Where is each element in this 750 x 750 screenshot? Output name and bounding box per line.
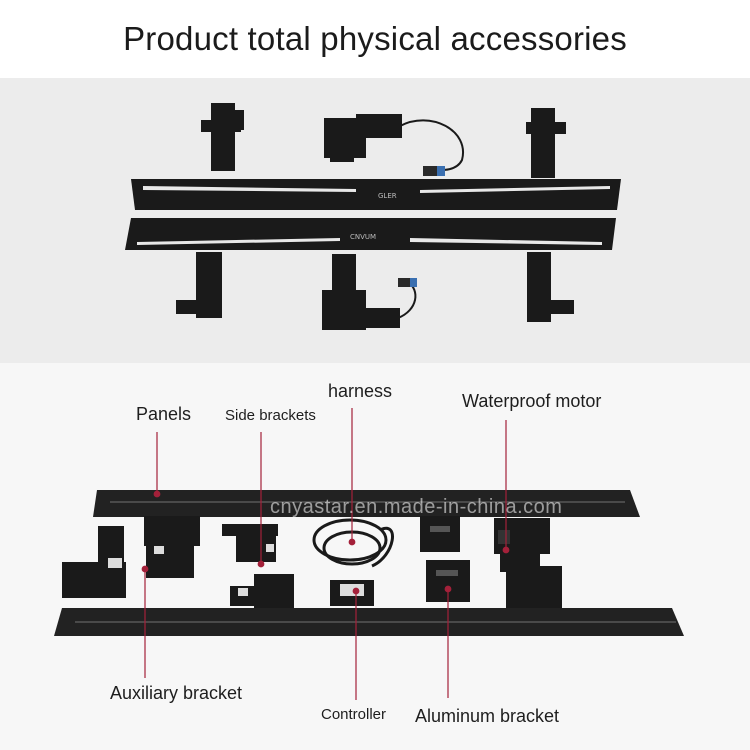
lower-motor-assembly xyxy=(322,254,400,330)
waterproof-motor-part xyxy=(494,518,562,610)
side-bracket-part-3 xyxy=(230,574,294,608)
label-auxiliary-bracket: Auxiliary bracket xyxy=(110,683,243,703)
watermark: cnyastar.en.made-in-china.com xyxy=(270,496,563,518)
side-bracket-part-2 xyxy=(222,524,278,562)
board-brand-bottom: CNVUM xyxy=(350,233,376,241)
aluminum-bracket-part-1 xyxy=(420,516,460,552)
top-running-board-2: CNVUM xyxy=(125,218,616,250)
label-side-brackets: Side brackets xyxy=(225,407,316,424)
auxiliary-bracket-part xyxy=(62,526,126,598)
controller-part xyxy=(330,580,374,606)
top-right-bracket xyxy=(526,108,566,178)
top-motor-assembly xyxy=(324,114,402,162)
label-waterproof-motor: Waterproof motor xyxy=(462,391,602,411)
leader-lines xyxy=(141,408,510,700)
lower-left-bracket xyxy=(176,252,222,318)
side-bracket-part-1 xyxy=(144,516,200,578)
lower-right-bracket xyxy=(527,252,574,322)
panel-lower xyxy=(54,608,684,636)
page-title: Product total physical accessories xyxy=(0,0,750,78)
top-running-board-1: GLER xyxy=(131,179,621,210)
label-aluminum-bracket: Aluminum bracket xyxy=(415,706,560,726)
label-controller: Controller xyxy=(321,706,387,723)
harness-part xyxy=(312,518,394,568)
top-left-bracket xyxy=(201,103,244,171)
board-brand-top: GLER xyxy=(378,192,397,200)
label-panels: Panels xyxy=(136,404,192,424)
panel-upper xyxy=(93,490,640,517)
label-harness: harness xyxy=(328,381,393,401)
